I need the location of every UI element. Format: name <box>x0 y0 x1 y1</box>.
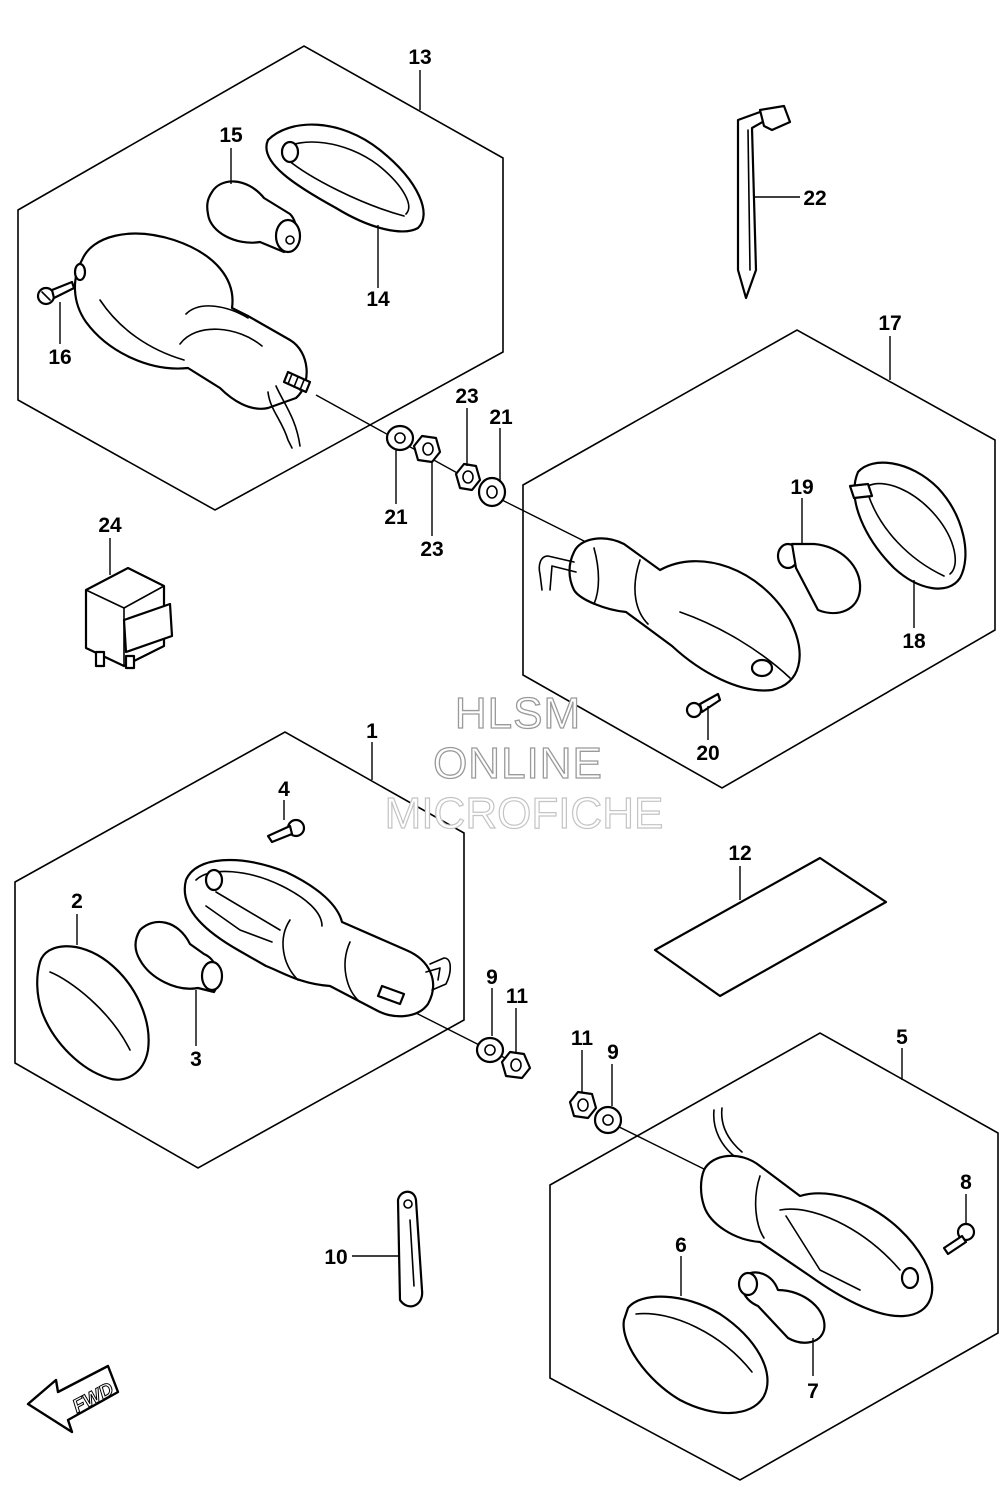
callout-2: 2 <box>71 890 83 913</box>
callout-15: 15 <box>219 124 243 147</box>
bulb-7 <box>737 1271 826 1344</box>
bracket-10 <box>396 1190 424 1308</box>
callout-20: 20 <box>696 742 719 765</box>
callout-16: 16 <box>48 346 71 369</box>
callout-11-left: 11 <box>506 985 529 1008</box>
callout-1: 1 <box>366 720 378 743</box>
nut-11a <box>500 1050 532 1080</box>
group-box-17 <box>522 329 996 789</box>
signal-housing-13 <box>73 232 312 449</box>
group-box-1 <box>14 731 465 1169</box>
lens-6 <box>622 1295 769 1415</box>
callout-6: 6 <box>675 1234 687 1257</box>
watermark-line-1: HLSM <box>455 689 581 738</box>
lens-ring-18 <box>848 461 967 590</box>
callout-5: 5 <box>896 1026 908 1049</box>
callout-11-right: 11 <box>571 1027 594 1050</box>
callout-10: 10 <box>324 1246 347 1269</box>
screw-16 <box>36 280 76 306</box>
callout-18: 18 <box>902 630 926 653</box>
fwd-arrow-icon: FWD <box>26 1364 120 1434</box>
nut-11b <box>568 1090 598 1120</box>
washer-21a <box>385 424 415 452</box>
nut-23a <box>412 434 442 464</box>
callout-24: 24 <box>98 514 122 537</box>
group-box-13 <box>17 45 504 511</box>
bracket-22 <box>736 104 792 300</box>
callout-17: 17 <box>878 312 901 335</box>
callout-9-right: 9 <box>607 1041 619 1064</box>
callout-3: 3 <box>190 1048 202 1071</box>
washer-21b <box>477 476 507 508</box>
group-box-5 <box>549 1032 999 1481</box>
watermark-line-3: MICROFICHE <box>385 789 664 838</box>
callout-23-upper: 23 <box>455 385 478 408</box>
callout-21-upper: 21 <box>489 406 513 429</box>
signal-housing-1 <box>183 858 452 1018</box>
callout-22: 22 <box>803 187 826 210</box>
screw-8 <box>942 1222 976 1256</box>
screw-4 <box>266 818 306 844</box>
signal-housing-5 <box>699 1107 934 1318</box>
callout-4: 4 <box>278 778 290 801</box>
bulb-19 <box>776 542 862 615</box>
watermark-line-2: ONLINE <box>433 739 603 788</box>
screw-20 <box>685 692 722 719</box>
washer-9b <box>593 1105 623 1135</box>
bulb-15 <box>206 180 302 254</box>
callout-9-left: 9 <box>486 966 498 989</box>
signal-housing-17 <box>538 537 801 692</box>
callout-13: 13 <box>408 46 431 69</box>
label-sheet-12 <box>653 856 888 998</box>
washer-9a <box>475 1036 505 1064</box>
bulb-3 <box>134 920 224 994</box>
callout-19: 19 <box>790 476 813 499</box>
callout-12: 12 <box>728 842 751 865</box>
lens-2 <box>36 945 150 1081</box>
relay-24 <box>84 566 174 670</box>
callout-23-lower: 23 <box>420 538 443 561</box>
callout-7: 7 <box>807 1380 819 1403</box>
lens-ring-14 <box>265 123 425 233</box>
callout-14: 14 <box>366 288 390 311</box>
nut-23b <box>454 462 482 492</box>
callout-8: 8 <box>960 1171 972 1194</box>
callout-21-lower: 21 <box>384 506 408 529</box>
